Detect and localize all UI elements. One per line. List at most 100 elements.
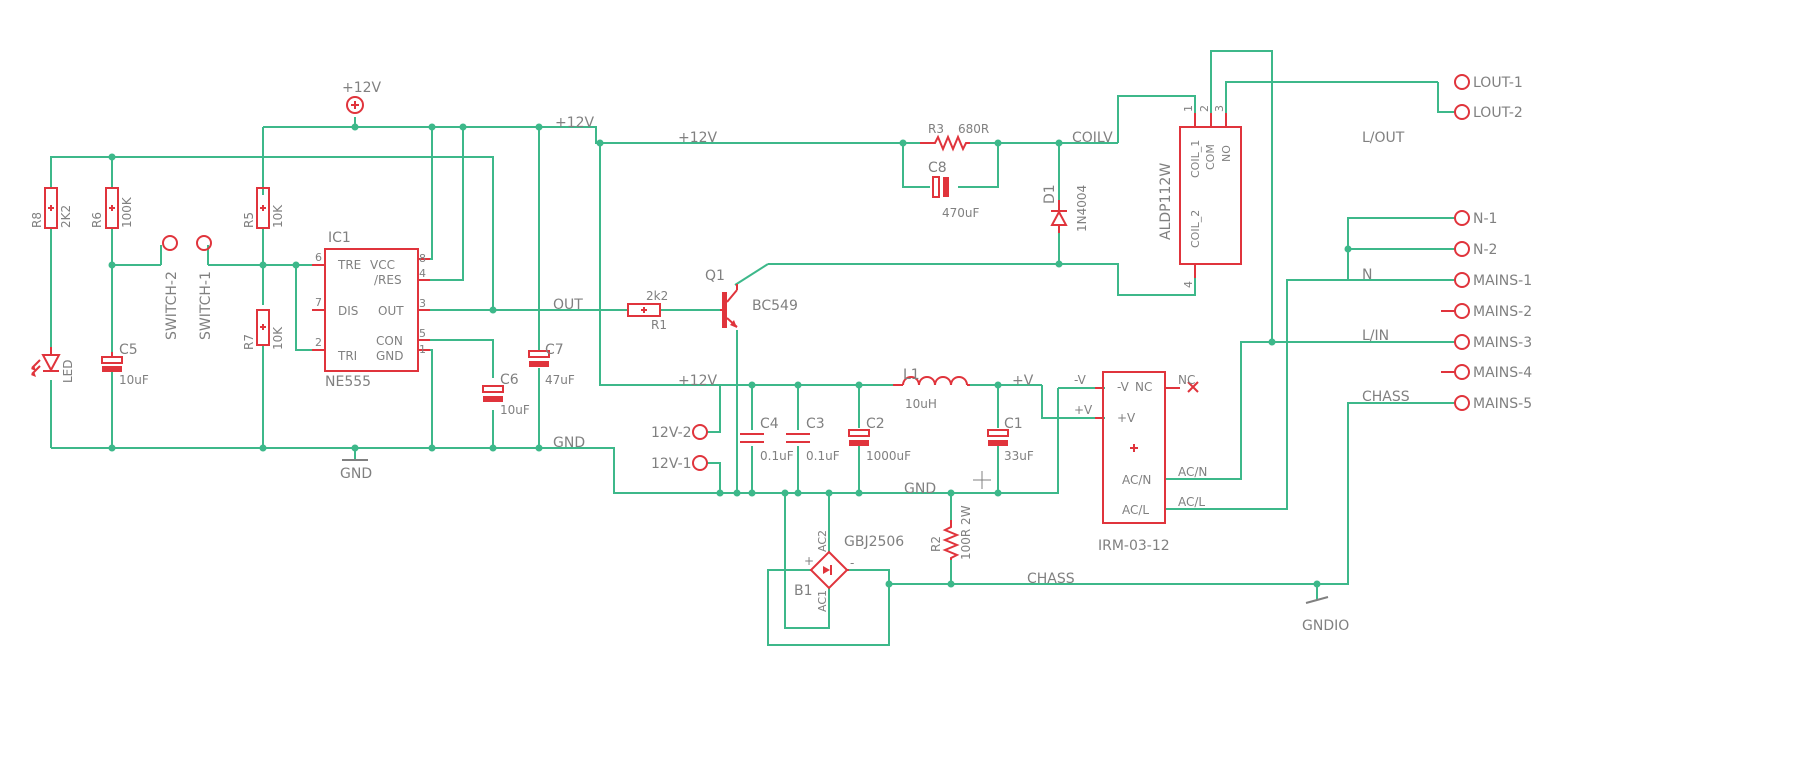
r2-name: R2 (929, 536, 943, 552)
relay-aldp112w: 1 2 3 4 COIL_1 COM NO COIL_2 ALDP112W (1158, 95, 1242, 296)
led-name: LED (61, 359, 75, 383)
mains-4-label: MAINS-4 (1473, 365, 1532, 381)
net-lout: L/OUT (1362, 130, 1405, 146)
c7-value: 47uF (545, 373, 575, 387)
r1-value: 2k2 (646, 289, 668, 303)
gndio-symbol: GNDIO (1302, 596, 1349, 634)
net-vplus: +V (1012, 373, 1034, 389)
b1-pin-ac1: AC1 (816, 590, 829, 612)
net-12v-c: +12V (678, 373, 718, 389)
c3-name: C3 (806, 416, 825, 432)
ic-ne555: 6 7 2 TRE DIS TRI 8 4 3 5 1 VCC /RES OUT… (312, 230, 430, 390)
net-labels: +12V +12V +12V GND GND OUT COILV +V -V +… (553, 115, 1410, 587)
b1-plus: + (804, 554, 814, 568)
capacitor-c4: C4 0.1uF (740, 416, 794, 463)
c1-name: C1 (1004, 416, 1023, 432)
psu-pin-vneg: -V (1117, 380, 1130, 394)
mains-2-label: MAINS-2 (1473, 304, 1532, 320)
c6-value: 10uF (500, 403, 530, 417)
transistor-q1: Q1 BC549 (705, 268, 798, 328)
n-2-label: N-2 (1473, 242, 1497, 258)
resistor-r5: R5 10K (242, 187, 285, 229)
c7-name: C7 (545, 342, 564, 358)
capacitor-c3: C3 0.1uF (786, 416, 840, 463)
r5-name: R5 (242, 212, 256, 228)
junctions (108, 123, 1352, 588)
lout-1-label: LOUT-1 (1473, 75, 1523, 91)
net-acn: AC/N (1178, 465, 1207, 479)
ic1-pin-res: /RES (374, 273, 402, 287)
capacitor-c2: C2 1000uF (848, 416, 911, 463)
r3-value: 680R (958, 122, 989, 136)
relay-label-com: COM (1204, 144, 1217, 170)
r1-name: R1 (651, 318, 667, 332)
v12-pads: 12V-2 12V-1 (651, 424, 708, 472)
n-1-label: N-1 (1473, 211, 1497, 227)
mains-3-label: MAINS-3 (1473, 335, 1532, 351)
ic1-value: NE555 (325, 374, 371, 390)
c5-name: C5 (119, 342, 138, 358)
capacitor-c6: C6 10uF (482, 372, 530, 417)
ic1-pin-6-num: 6 (315, 251, 322, 264)
resistor-r2: R2 100R 2W (929, 505, 973, 560)
ic1-pin-tre: TRE (337, 258, 361, 272)
q1-value: BC549 (752, 298, 798, 314)
relay-label-no: NO (1220, 145, 1233, 162)
relay-label-coil2: COIL_2 (1189, 210, 1202, 248)
r6-value: 100K (120, 196, 134, 228)
resistor-r8: R8 2K2 (30, 187, 73, 229)
net-vminus: -V (1074, 373, 1087, 387)
net-out: OUT (553, 297, 583, 313)
l1-name: L1 (903, 367, 920, 383)
r8-value: 2K2 (59, 205, 73, 228)
ic1-pin-1-num: 1 (419, 343, 426, 356)
net-gnd-c: GND (904, 481, 936, 497)
net-gnd-b: GND (553, 435, 585, 451)
relay-name: ALDP112W (1158, 163, 1174, 240)
r3-name: R3 (928, 122, 944, 136)
ic1-pin-vcc: VCC (370, 258, 395, 272)
relay-label-coil1: COIL_1 (1189, 140, 1202, 178)
net-12v-b: +12V (678, 130, 718, 146)
c6-name: C6 (500, 372, 519, 388)
d1-name: D1 (1042, 184, 1058, 204)
net-coilv: COILV (1072, 130, 1113, 146)
net-n: N (1362, 267, 1372, 283)
gnd-symbol: GND (340, 459, 372, 482)
b1-minus: - (850, 556, 854, 570)
b1-pin-ac2: AC2 (816, 530, 829, 552)
b1-name: B1 (794, 583, 813, 599)
ic1-pin-out: OUT (378, 304, 404, 318)
resistor-r6: R6 100K (90, 187, 134, 229)
crosshair-marker (973, 471, 991, 489)
r8-name: R8 (30, 212, 44, 228)
capacitor-c8: C8 470uF (928, 160, 980, 220)
psu-pin-acl: AC/L (1122, 503, 1149, 517)
capacitor-c5: C5 10uF (101, 342, 149, 387)
ic1-pin-con: CON (376, 334, 403, 348)
c3-value: 0.1uF (806, 449, 840, 463)
q1-name: Q1 (705, 268, 725, 284)
resistor-r3: R3 680R (920, 122, 989, 152)
switch-2-label: SWITCH-2 (164, 271, 180, 340)
c8-value: 470uF (942, 206, 980, 220)
c2-value: 1000uF (866, 449, 911, 463)
lout-pads: LOUT-1 LOUT-2 (1454, 74, 1523, 121)
ic1-name: IC1 (328, 230, 351, 246)
b1-value: GBJ2506 (844, 534, 904, 550)
capacitor-c1: C1 33uF (987, 416, 1034, 463)
capacitor-c7: C7 47uF (528, 342, 575, 387)
net-nc: NC (1178, 373, 1195, 387)
relay-pin-3: 3 (1213, 105, 1226, 112)
r6-name: R6 (90, 212, 104, 228)
switch-1-label: SWITCH-1 (198, 271, 214, 340)
relay-pin-4: 4 (1182, 281, 1195, 288)
inductor-l1: L1 10uH (893, 367, 970, 411)
gnd-symbol-label: GND (340, 466, 372, 482)
bridge-b1: AC2 AC1 + - B1 GBJ2506 (794, 530, 904, 612)
d1-value: 1N4004 (1075, 185, 1089, 232)
ic1-pin-dis: DIS (338, 304, 358, 318)
mains-5-label: MAINS-5 (1473, 396, 1532, 412)
lout-2-label: LOUT-2 (1473, 105, 1523, 121)
